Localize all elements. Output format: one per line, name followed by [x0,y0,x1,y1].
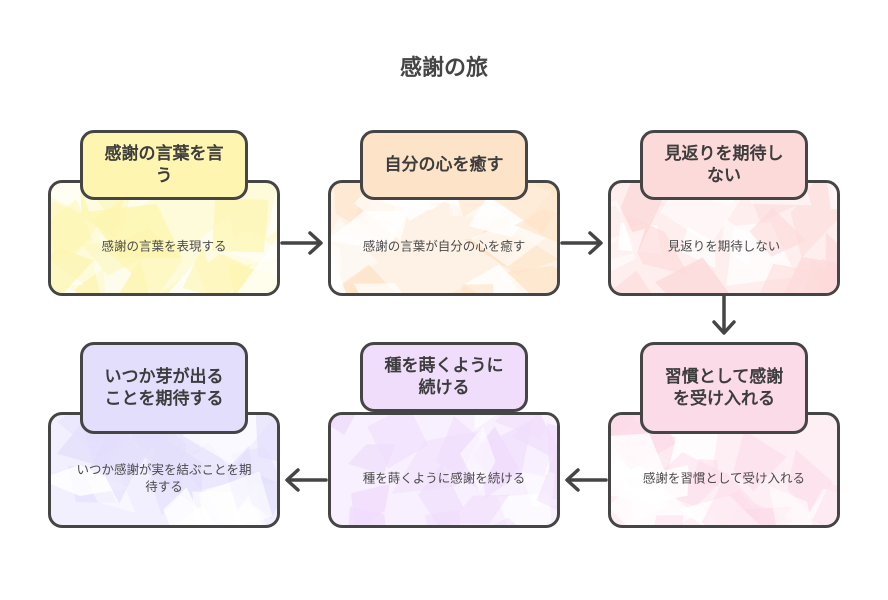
hatch-stroke [749,207,807,257]
step-3-title: 見返りを期待しない [640,130,808,200]
hatch-stroke [353,283,403,293]
hatch-stroke [492,517,517,525]
hatch-stroke [461,284,494,293]
hatch-stroke [611,433,667,482]
step-1-description: 感謝の言葉を表現する [101,238,227,254]
hatch-stroke [654,515,684,525]
arrow-5-to-6 [285,468,328,492]
step-4: 感謝を習慣として受け入れる 習慣として感謝を受け入れる [608,342,840,550]
hatch-stroke [514,209,557,242]
hatch-stroke [480,419,533,499]
hatch-stroke [655,464,689,502]
step-2-description: 感謝の言葉が自分の心を癒す [362,238,526,254]
hatch-stroke [348,506,386,525]
hatch-stroke [825,232,837,293]
hatch-stroke [787,449,833,513]
hatch-stroke [784,257,837,293]
hatch-stroke [347,444,396,476]
step-5: 種を蒔くように感謝を続ける 種を蒔くように続ける [328,342,560,550]
step-5-hatch [331,415,557,525]
step-6: いつか感謝が実を結ぶことを期待する いつか芽が出ることを期待する [48,342,280,550]
hatch-stroke [679,226,716,268]
step-4-title: 習慣として感謝を受け入れる [640,342,808,434]
step-6-description: いつか感謝が実を結ぶことを期待する [76,462,252,494]
hatch-stroke [449,494,510,525]
hatch-stroke [81,466,136,513]
hatch-stroke [655,257,729,293]
diagram-title: 感謝の旅 [399,56,488,81]
hatch-stroke [255,415,277,462]
hatch-stroke [547,423,557,475]
step-4-description: 感謝を習慣として受け入れる [642,470,806,486]
step-2-title: 自分の心を癒す [360,130,528,200]
hatch-stroke [611,228,646,272]
step-3-description: 見返りを期待しない [667,238,781,254]
hatch-stroke [769,486,813,525]
hatch-stroke [617,210,689,275]
hatch-stroke [105,228,183,293]
step-4-hatch [611,415,837,525]
arrow-4-to-5 [565,468,608,492]
hatch-stroke [813,483,837,525]
hatch-stroke [474,415,496,430]
hatch-stroke [460,426,496,492]
hatch-stroke [266,193,277,238]
hatch-stroke [74,268,106,293]
hatch-stroke [192,491,243,525]
hatch-stroke [51,247,94,293]
hatch-stroke [552,459,557,500]
step-5-card: 種を蒔くように感謝を続ける [328,412,560,528]
hatch-stroke [679,495,760,525]
hatch-stroke [613,270,652,293]
hatch-stroke [331,415,356,435]
hatch-stroke [691,459,720,487]
hatch-stroke [611,199,633,244]
hatch-stroke [720,218,754,266]
hatch-stroke [331,415,336,428]
hatch-stroke [51,198,93,259]
hatch-stroke [418,465,464,525]
hatch-stroke [827,183,837,210]
hatch-stroke [212,197,269,253]
step-5-description: 種を蒔くように感謝を続ける [362,470,526,486]
hatch-stroke [93,232,132,293]
hatch-stroke [733,430,787,492]
step-3: 見返りを期待しない 見返りを期待しない [608,130,840,338]
hatch-stroke [331,248,346,293]
hatch-stroke [331,210,409,251]
arrow-3-to-4 [712,294,736,335]
hatch-stroke [470,219,547,267]
arrow-2-to-3 [560,231,603,255]
step-5-title: 種を蒔くように続ける [360,342,528,412]
hatch-stroke [237,238,277,293]
step-6-title: いつか芽が出ることを期待する [80,342,248,434]
hatch-stroke [51,464,129,496]
step-1: 感謝の言葉を表現する 感謝の言葉を言う [48,130,280,338]
step-1-title: 感謝の言葉を言う [80,130,248,200]
hatch-stroke [701,472,762,525]
hatch-stroke [807,488,837,525]
step-2: 感謝の言葉が自分の心を癒す 自分の心を癒す [328,130,560,338]
arrow-1-to-2 [280,231,323,255]
step-4-card: 感謝を習慣として受け入れる [608,412,840,528]
